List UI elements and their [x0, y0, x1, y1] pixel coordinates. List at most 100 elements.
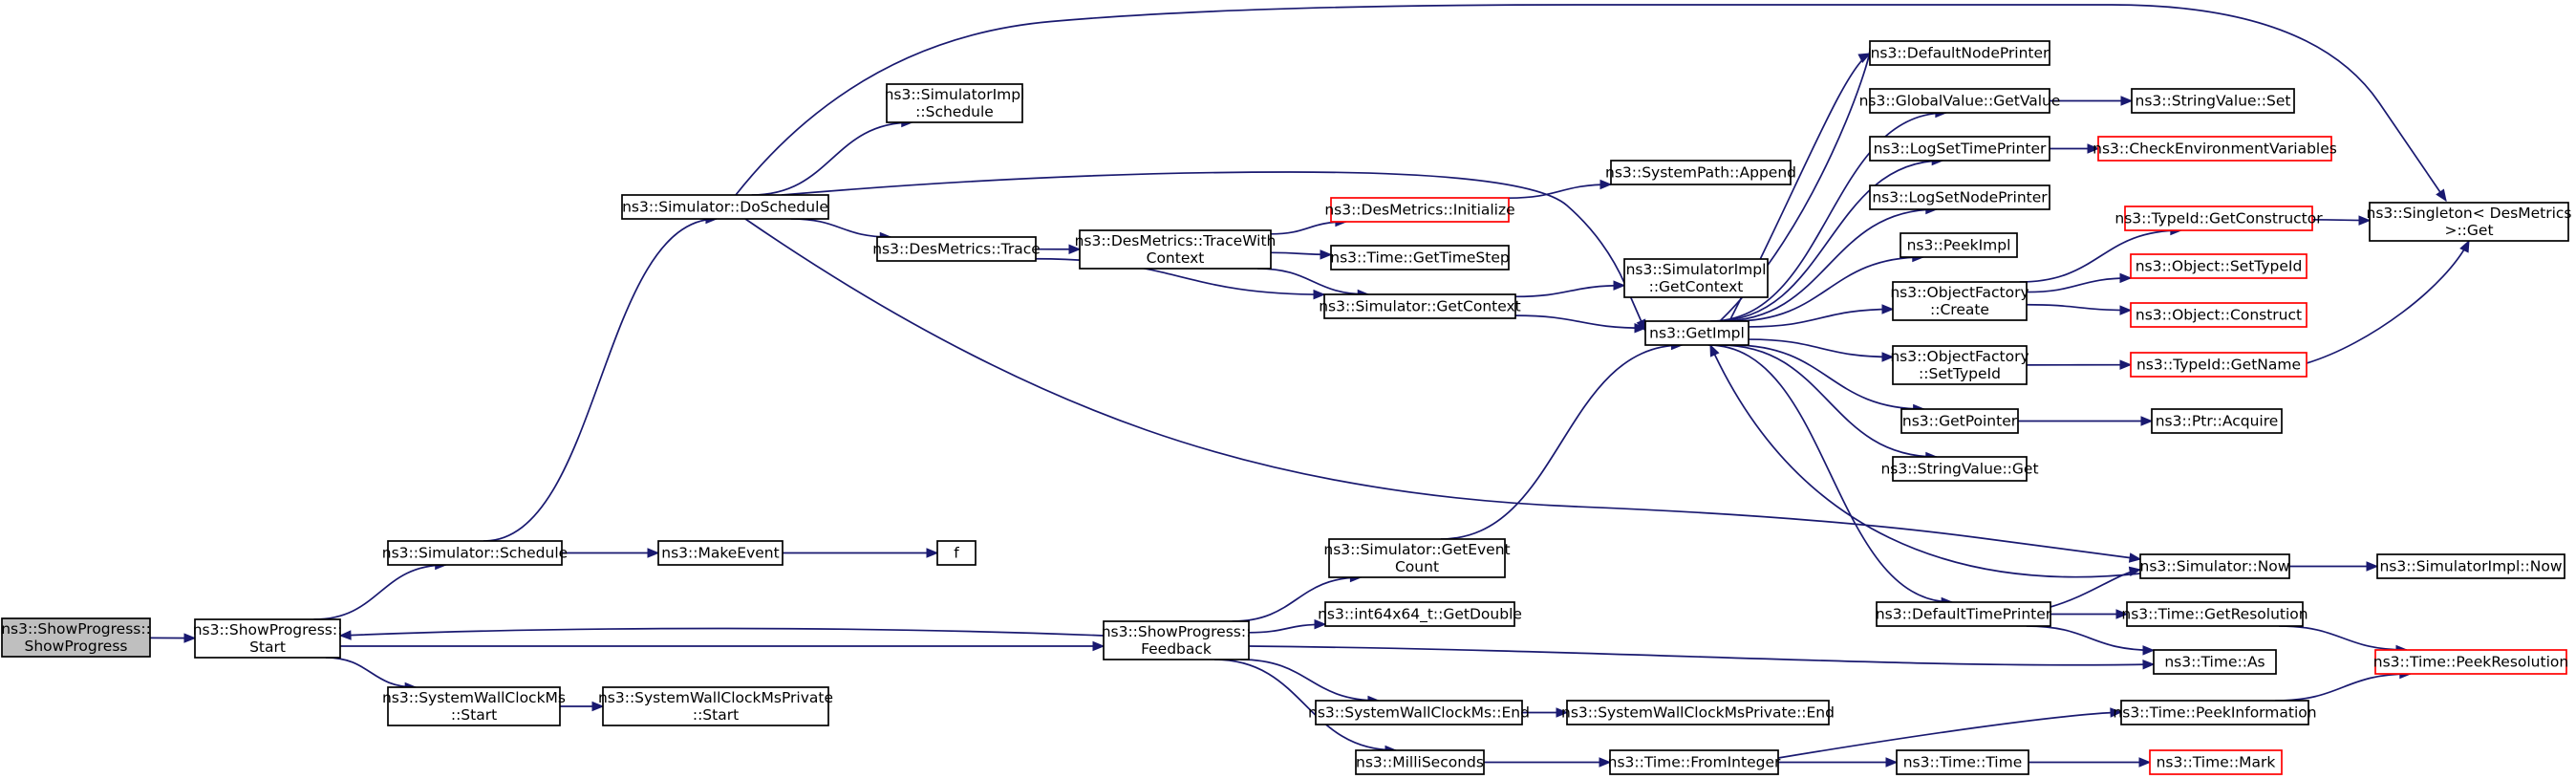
node-obj-settypeid[interactable]: ns3::Object::SetTypeId: [2130, 253, 2308, 279]
node-default-node-printer[interactable]: ns3::DefaultNodePrinter: [1869, 40, 2050, 66]
node-getimpl[interactable]: ns3::GetImpl: [1644, 320, 1750, 346]
edge-getimpl-to-of_settypeid: [1748, 338, 1895, 362]
edges-layer: [149, 4, 2470, 768]
edge-do_schedule-to-singleton_get: [735, 4, 2447, 203]
edge-getpointer-to-ptr_acquire: [2018, 416, 2154, 426]
node-sim-getcontext[interactable]: ns3::Simulator::GetContext: [1319, 293, 1521, 319]
node-box: [2376, 553, 2565, 579]
node-of-create[interactable]: ns3::ObjectFactory::Create: [1890, 281, 2029, 321]
node-label: ns3::Simulator::Schedule: [382, 545, 568, 562]
edge-make_event-to-f: [783, 548, 939, 558]
node-f[interactable]: f: [936, 540, 977, 566]
node-label: ns3::Time::As: [2164, 654, 2265, 671]
node-label: ns3::Time::FromInteger: [1608, 754, 1781, 771]
node-label: ns3::DesMetrics::Initialize: [1324, 202, 1514, 219]
node-swc-start[interactable]: ns3::SystemWallClockMs::Start: [382, 686, 566, 726]
node-label: ns3::SystemPath::Append: [1605, 164, 1796, 182]
edge-sp_feedback-to-sp_start: [338, 627, 1105, 640]
node-label: Feedback: [1141, 640, 1212, 658]
node-box: [1623, 258, 1769, 298]
node-default-time-printer[interactable]: ns3::DefaultTimePrinter: [1876, 601, 2052, 627]
node-box: [2153, 649, 2277, 675]
edge-sp_feedback-to-int64_getdouble: [1248, 618, 1327, 634]
node-label: ns3::DesMetrics::TraceWith: [1075, 232, 1277, 249]
node-root[interactable]: ns3::ShowProgress::ShowProgress: [1, 617, 151, 658]
node-sim-schedule[interactable]: ns3::Simulator::Schedule: [382, 540, 568, 566]
node-obj-construct[interactable]: ns3::Object::Construct: [2130, 302, 2308, 328]
edge-of_create-to-obj_construct: [2026, 303, 2133, 315]
node-label: ns3::PeekImpl: [1907, 237, 2011, 254]
node-label: f: [954, 545, 959, 562]
node-des-trace[interactable]: ns3::DesMetrics::Trace: [872, 236, 1041, 262]
edge-sp_start-to-sp_feedback: [339, 640, 1106, 652]
node-box: [1892, 281, 2028, 321]
node-simimpl-getcontext[interactable]: ns3::SimulatorImpl::GetContext: [1623, 258, 1769, 298]
node-sp-start[interactable]: ns3::ShowProgress::Start: [193, 618, 343, 659]
node-singleton-get[interactable]: ns3::Singleton< DesMetrics >::Get: [2367, 202, 2572, 242]
node-label: ns3::Object::SetTypeId: [2136, 258, 2303, 275]
node-sv-set[interactable]: ns3::StringValue::Set: [2131, 88, 2295, 114]
node-label: ns3::ShowProgress::: [1, 620, 151, 638]
node-int64-getdouble[interactable]: ns3::int64x64_t::GetDouble: [1318, 601, 1522, 627]
node-label: ns3::SystemWallClockMsPrivate: [598, 689, 833, 706]
node-label: ::Create: [1930, 301, 1989, 318]
node-box: [1324, 601, 1515, 627]
node-box: [2139, 553, 2290, 579]
node-time-peekres[interactable]: ns3::Time::PeekResolution: [2373, 649, 2568, 675]
node-of-settypeid[interactable]: ns3::ObjectFactory::SetTypeId: [1890, 345, 2029, 385]
edge-do_schedule-to-simimpl_schedule: [751, 117, 914, 196]
node-make-event[interactable]: ns3::MakeEvent: [657, 540, 784, 566]
node-time-gettimestep[interactable]: ns3::Time::GetTimeStep: [1330, 245, 1510, 270]
node-time-as[interactable]: ns3::Time::As: [2153, 649, 2277, 675]
node-box: [876, 236, 1037, 262]
edge-sp_feedback-to-time_as: [1248, 645, 2156, 670]
node-box: [1869, 136, 2050, 162]
node-label: ns3::ObjectFactory: [1890, 348, 2029, 365]
node-label: ns3::LogSetNodePrinter: [1872, 189, 2048, 206]
node-check-env[interactable]: ns3::CheckEnvironmentVariables: [2093, 136, 2337, 162]
node-label: ns3::DesMetrics::Trace: [872, 241, 1041, 258]
nodes-layer: ns3::ShowProgress::ShowProgressns3::Show…: [1, 40, 2572, 775]
node-do-schedule[interactable]: ns3::Simulator::DoSchedule: [621, 194, 829, 220]
node-time-time[interactable]: ns3::Time::Time: [1896, 749, 2029, 775]
node-box: [2097, 136, 2332, 162]
node-label: ns3::GetImpl: [1649, 325, 1745, 342]
node-label: ns3::SimulatorImpl: [885, 86, 1025, 103]
node-milliseconds[interactable]: ns3::MilliSeconds: [1355, 749, 1485, 775]
node-typeid-getctor[interactable]: ns3::TypeId::GetConstructor: [2114, 206, 2323, 231]
node-sp-feedback[interactable]: ns3::ShowProgress::Feedback: [1102, 620, 1252, 660]
node-box: [1330, 197, 1510, 223]
node-log-time-printer[interactable]: ns3::LogSetTimePrinter: [1869, 136, 2050, 162]
node-box: [1869, 88, 2050, 114]
node-gv-getvalue[interactable]: ns3::GlobalValue::GetValue: [1859, 88, 2061, 114]
node-swcp-end[interactable]: ns3::SystemWallClockMsPrivate::End: [1561, 700, 1835, 725]
node-peekimpl[interactable]: ns3::PeekImpl: [1900, 232, 2018, 258]
node-label: ns3::ShowProgress::: [193, 621, 343, 638]
edge-do_schedule-to-sim_now: [744, 218, 2142, 563]
node-ptr-acquire[interactable]: ns3::Ptr::Acquire: [2151, 408, 2283, 434]
node-time-mark[interactable]: ns3::Time::Mark: [2149, 749, 2283, 775]
node-time-getres[interactable]: ns3::Time::GetResolution: [2121, 601, 2308, 627]
node-log-node-printer[interactable]: ns3::LogSetNodePrinter: [1869, 184, 2050, 210]
node-syspath-append[interactable]: ns3::SystemPath::Append: [1605, 160, 1796, 185]
node-box: [1103, 620, 1250, 660]
node-box: [194, 618, 341, 659]
node-label: ns3::Time::PeekResolution: [2373, 654, 2568, 671]
node-time-frominteger[interactable]: ns3::Time::FromInteger: [1608, 749, 1781, 775]
node-swc-end[interactable]: ns3::SystemWallClockMs::End: [1308, 700, 1530, 725]
node-time-peekinfo[interactable]: ns3::Time::PeekInformation: [2113, 700, 2317, 725]
node-swcp-start[interactable]: ns3::SystemWallClockMsPrivate::Start: [598, 686, 833, 726]
node-sim-now[interactable]: ns3::Simulator::Now: [2139, 553, 2290, 579]
node-box: [2151, 408, 2283, 434]
node-des-init[interactable]: ns3::DesMetrics::Initialize: [1324, 197, 1515, 223]
node-box: [1079, 229, 1272, 270]
node-simimpl-schedule[interactable]: ns3::SimulatorImpl::Schedule: [885, 83, 1025, 123]
node-label: ::SetTypeId: [1919, 365, 2001, 382]
node-getpointer[interactable]: ns3::GetPointer: [1900, 408, 2019, 434]
node-typeid-getname[interactable]: ns3::TypeId::GetName: [2130, 352, 2308, 378]
node-simimpl-now[interactable]: ns3::SimulatorImpl::Now: [2376, 553, 2565, 579]
node-sv-get[interactable]: ns3::StringValue::Get: [1880, 456, 2039, 482]
